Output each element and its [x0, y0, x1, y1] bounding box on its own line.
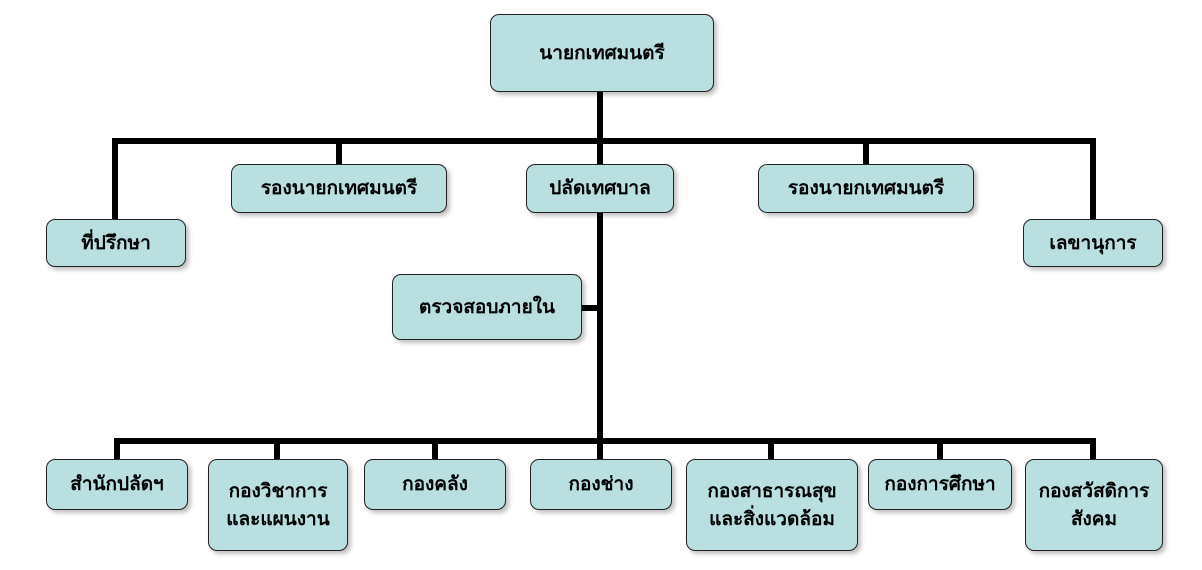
node-deputy-mayor-right: รองนายกเทศมนตรี [758, 164, 974, 213]
node-municipal-clerk-label: ปลัดเทศบาล [549, 177, 651, 200]
node-internal-audit: ตรวจสอบภายใน [392, 274, 582, 340]
node-deputy-mayor-right-label: รองนายกเทศมนตรี [787, 177, 945, 200]
node-finance-label: กองคลัง [402, 473, 468, 496]
node-finance: กองคลัง [364, 459, 506, 510]
node-deputy-mayor-left-label: รองนายกเทศมนตรี [260, 177, 418, 200]
node-secretary-label: เลขานุการ [1049, 231, 1137, 254]
node-academic-planning: กองวิชาการ และแผนงาน [208, 459, 348, 551]
node-social-welfare: กองสวัสดิการ สังคม [1025, 459, 1163, 551]
node-academic-planning-line2: และแผนงาน [226, 508, 330, 530]
node-clerk-office-label: สำนักปลัดฯ [70, 473, 164, 496]
node-public-health-line1: กองสาธารณสุข [707, 479, 837, 502]
node-social-welfare-line2: สังคม [1070, 508, 1118, 530]
node-clerk-office: สำนักปลัดฯ [46, 459, 188, 510]
node-social-welfare-line1: กองสวัสดิการ [1038, 479, 1150, 502]
node-mayor-label: นายกเทศมนตรี [539, 41, 665, 64]
node-public-health-line2: และสิ่งแวดล้อม [709, 508, 835, 530]
node-municipal-clerk: ปลัดเทศบาล [526, 164, 674, 213]
node-academic-planning-line1: กองวิชาการ [228, 479, 328, 502]
node-engineering: กองช่าง [530, 459, 672, 510]
node-advisor: ที่ปรึกษา [46, 219, 186, 267]
node-public-health: กองสาธารณสุข และสิ่งแวดล้อม [686, 459, 858, 551]
node-mayor: นายกเทศมนตรี [490, 14, 714, 92]
node-advisor-label: ที่ปรึกษา [81, 231, 151, 254]
node-engineering-label: กองช่าง [568, 473, 634, 496]
node-education: กองการศึกษา [868, 459, 1012, 510]
node-secretary: เลขานุการ [1023, 219, 1163, 267]
node-education-label: กองการศึกษา [884, 473, 996, 496]
node-deputy-mayor-left: รองนายกเทศมนตรี [231, 164, 447, 213]
node-internal-audit-label: ตรวจสอบภายใน [418, 295, 555, 318]
